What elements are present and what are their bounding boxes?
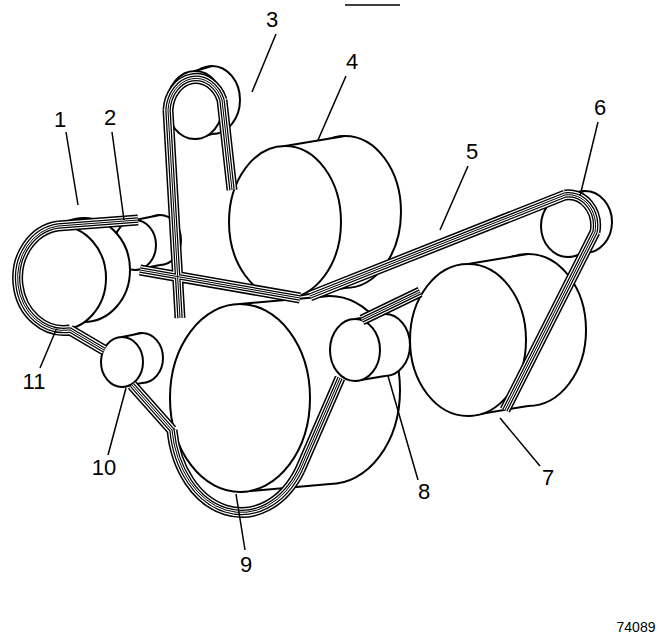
callout-number: 1 <box>52 108 68 132</box>
callout-number: 10 <box>90 456 118 480</box>
callout-number: 5 <box>464 140 480 164</box>
callout-number: 6 <box>592 96 608 120</box>
callout-number: 9 <box>238 553 254 577</box>
callout-number: 3 <box>264 8 280 32</box>
callout-number: 7 <box>540 466 556 490</box>
leader-lines <box>40 34 598 550</box>
callout-number: 4 <box>344 50 360 74</box>
figure-number: 74089 <box>615 620 658 635</box>
serpentine-belt <box>18 78 596 512</box>
callout-number: 8 <box>416 480 432 504</box>
callout-number: 11 <box>21 370 48 394</box>
mark-line <box>345 4 400 6</box>
callout-number: 2 <box>102 106 118 130</box>
